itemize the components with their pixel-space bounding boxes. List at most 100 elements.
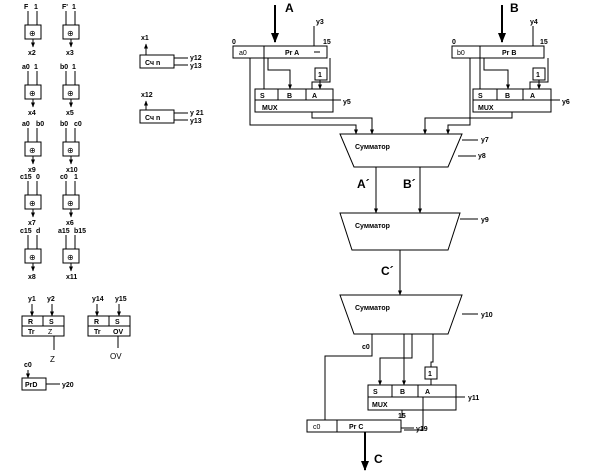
bus-a-prime: A´: [357, 177, 370, 191]
mux-b-b: B: [505, 93, 510, 100]
counter-x1: x1 Сч n y12 y13: [139, 35, 202, 70]
gate-input-1: a15: [58, 228, 70, 235]
counter-output: x12: [141, 92, 153, 99]
gate-input-1: b0: [60, 64, 68, 71]
gate-output: x4: [28, 110, 36, 117]
mux-a-signal: y5: [343, 99, 351, 106]
reg-c-signal: y19: [416, 426, 428, 433]
adder-1-signal-1: y7: [481, 137, 489, 144]
counter-signal-1: y 21: [190, 110, 204, 117]
ff-s: S: [49, 319, 54, 326]
xor-symbol: ⊕: [67, 199, 74, 208]
xor-gate-x8: c15 d ⊕ x8: [20, 228, 42, 281]
ff-tr: Tr: [28, 329, 35, 336]
xor-gate-x10: b0 c0 ⊕ x10: [60, 121, 82, 174]
ff-tr: Tr: [94, 329, 101, 336]
prd-signal: y20: [62, 382, 74, 389]
ff-input-s: y15: [115, 296, 127, 303]
mux-b-s: S: [478, 93, 483, 100]
gate-input-2: 1: [74, 174, 78, 181]
ff-q: OV: [113, 329, 123, 336]
reg-a-bit15: 15: [323, 39, 331, 46]
xor-gate-x9: a0 b0 ⊕ x9: [22, 121, 44, 174]
register-prd: c0 PrD y20: [21, 362, 74, 391]
gate-output: x5: [66, 110, 74, 117]
bus-b-prime: B´: [403, 177, 416, 191]
ff-input-s: y2: [47, 296, 55, 303]
gate-output: x10: [66, 167, 78, 174]
mux-b: S B A MUX 1 y6: [472, 58, 570, 113]
mux-c: S B A MUX 1 y11: [367, 334, 479, 431]
ff-r: R: [28, 319, 33, 326]
register-c: c0 Pr C 15 y19 C: [306, 413, 428, 471]
counter-signal-2: y13: [190, 63, 202, 70]
xor-symbol: ⊕: [67, 253, 74, 262]
bus-c-prime: C´: [381, 264, 394, 278]
ff-output: Z: [50, 355, 55, 364]
adder-3: Сумматор y10: [339, 294, 493, 335]
mux-b-const: 1: [536, 72, 540, 79]
mux-a-const: 1: [318, 72, 322, 79]
mux-c-label: MUX: [372, 402, 388, 409]
adder-2: Сумматор y9: [339, 212, 489, 251]
gate-input-1: c15: [20, 174, 32, 181]
mux-c-s: S: [373, 389, 378, 396]
reg-c-low-bit: c0: [313, 424, 321, 431]
reg-b-signal: y4: [530, 19, 538, 26]
bus-c-out: C: [374, 452, 383, 466]
gate-output: x11: [66, 274, 77, 281]
mux-c-signal: y11: [468, 395, 479, 402]
carry-label: c0: [362, 344, 370, 351]
ff-r: R: [94, 319, 99, 326]
gate-input-2: 1: [34, 64, 38, 71]
counter-label: Сч n: [145, 115, 160, 122]
xor-gate-x4: a0 1 ⊕ x4: [22, 64, 42, 117]
gate-output: x7: [28, 220, 36, 227]
gate-input-2: b0: [36, 121, 44, 128]
reg-a-signal: y3: [316, 19, 324, 26]
reg-c-bit15: 15: [398, 413, 406, 420]
mux-c-b: B: [400, 389, 405, 396]
adder-1: Сумматор y7 y8: [339, 133, 489, 168]
adder-1-signal-2: y8: [478, 153, 486, 160]
reg-b-bit0: 0: [452, 39, 456, 46]
counter-signal-2: y13: [190, 118, 202, 125]
xor-gate-x11: a15 b15 ⊕ x11: [58, 228, 86, 281]
mux-c-const: 1: [428, 371, 432, 378]
adder-2-label: Сумматор: [355, 223, 390, 230]
xor-gate-x5: b0 1 ⊕ x5: [60, 64, 80, 117]
flipflop-ov: y14 y15 R S Tr OV OV: [87, 296, 131, 361]
mux-a-a: A: [312, 93, 317, 100]
mux-a-label: MUX: [262, 105, 278, 112]
ff-input-r: y14: [92, 296, 104, 303]
mux-a-b: B: [287, 93, 292, 100]
gate-input-2: 1: [72, 64, 76, 71]
ff-q: Z: [48, 329, 53, 336]
gate-output: x3: [66, 50, 74, 57]
mux-b-signal: y6: [562, 99, 570, 106]
reg-b-label: Pr B: [502, 50, 516, 57]
gate-input-2: 1: [34, 4, 38, 11]
bus-a-label: A: [285, 1, 294, 15]
xor-gate-x3: F' 1 ⊕ x3: [62, 4, 80, 57]
prd-label: PrD: [25, 382, 37, 389]
gate-output: x2: [28, 50, 36, 57]
gate-input-2: c0: [74, 121, 82, 128]
xor-symbol: ⊕: [29, 29, 36, 38]
adder-1-label: Сумматор: [355, 144, 390, 151]
xor-symbol: ⊕: [67, 89, 74, 98]
xor-symbol: ⊕: [67, 29, 74, 38]
counter-x12: x12 Сч n y 21 y13: [139, 92, 204, 125]
reg-a-low-bit: a0: [239, 50, 247, 57]
gate-output: x9: [28, 167, 36, 174]
mux-a-s: S: [260, 93, 265, 100]
gate-input-1: a0: [22, 64, 30, 71]
counter-label: Сч n: [145, 60, 160, 67]
xor-gate-x6: c0 1 ⊕ x6: [60, 174, 80, 227]
gate-input-1: c15: [20, 228, 32, 235]
xor-symbol: ⊕: [29, 146, 36, 155]
mux-c-a: A: [425, 389, 430, 396]
ff-s: S: [115, 319, 120, 326]
adder-2-signal: y9: [481, 217, 489, 224]
